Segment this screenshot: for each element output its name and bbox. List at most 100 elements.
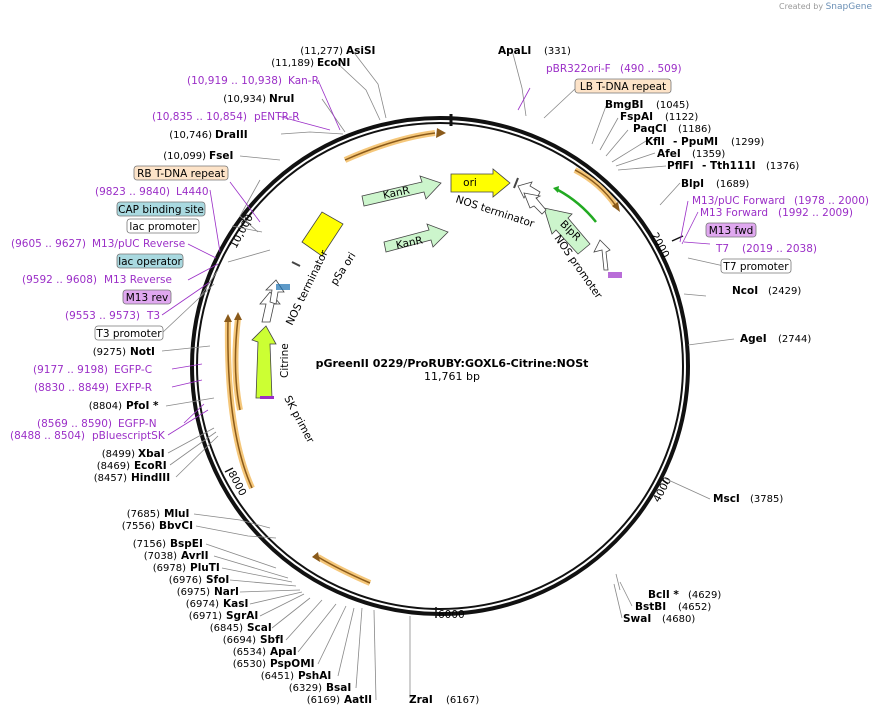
enzyme-pos-hindiii: (8457) xyxy=(94,473,127,484)
enzyme-name-blpi: BlpI xyxy=(681,178,704,190)
feature-range-pbr322ori-f: (490 .. 509) xyxy=(620,63,682,75)
enzyme-pos-avrii: (7038) xyxy=(144,551,177,562)
enzyme-name-bmgbi: BmgBI xyxy=(605,99,643,111)
blpr-orf-green xyxy=(557,188,597,223)
enzyme-name-bstbi: BstBI xyxy=(635,601,666,613)
enzyme-pos-blpi: (1689) xyxy=(716,179,749,190)
t3-promoter-box xyxy=(94,325,164,341)
enzyme-pos-paqci: (1186) xyxy=(678,124,711,135)
enzyme-pos-ppumi: (1299) xyxy=(731,137,764,148)
feature-range-m13-reverse: (9592 .. 9608) xyxy=(22,274,97,286)
cap-binding-site-box xyxy=(116,201,206,217)
feature-name-egfp-n: EGFP-N xyxy=(118,418,157,430)
feature-name-m13-puc-reverse: M13/pUC Reverse xyxy=(92,238,185,250)
enzyme-name-tth111i: - Tth111I xyxy=(702,160,756,172)
enzyme-name-nrui: NruI xyxy=(269,93,294,105)
enzyme-name-swai: SwaI xyxy=(623,613,651,625)
feature-name-t7: T7 xyxy=(715,243,729,255)
enzyme-pos-asisi: (11,277) xyxy=(300,46,343,57)
enzyme-name-sbfi: SbfI xyxy=(260,634,284,646)
feature-labels: (10,919 .. 10,938) Kan-R (10,835 .. 10,8… xyxy=(10,63,869,442)
feature-range-l4440: (9823 .. 9840) xyxy=(95,186,170,198)
enzyme-pos-bspei: (7156) xyxy=(133,539,166,550)
sk-primer-label: SK primer xyxy=(281,394,316,446)
lac-operator-box xyxy=(116,253,184,269)
feature-range-exfp-r: (8830 .. 8849) xyxy=(34,382,109,394)
enzyme-name-asisi: AsiSI xyxy=(346,45,375,57)
enzyme-name-sfoi: SfoI xyxy=(206,574,229,586)
feature-range-egfp-c: (9177 .. 9198) xyxy=(33,364,108,376)
map-length: 11,761 bp xyxy=(424,370,480,383)
enzyme-name-agei: AgeI xyxy=(740,333,767,345)
snapgene-logo: SnapGene xyxy=(825,2,872,12)
enzyme-pos-zrai: (6167) xyxy=(446,695,479,706)
enzyme-name-pshai: PshAI xyxy=(298,670,331,682)
enzyme-pos-fsei: (10,099) xyxy=(163,151,206,162)
enzyme-labels: (11,277) AsiSI (11,189) EcoNI (10,934) N… xyxy=(89,45,812,706)
feature-range-m13-forward: (1992 .. 2009) xyxy=(778,207,853,219)
enzyme-pos-swai: (4680) xyxy=(662,614,695,625)
feature-range-t3: (9553 .. 9573) xyxy=(65,310,140,322)
enzyme-pos-bcli: (4629) xyxy=(688,590,721,601)
tick-6000: 6000 xyxy=(438,609,465,621)
enzyme-pos-pspomi: (6530) xyxy=(233,659,266,670)
m13-fwd-box xyxy=(705,222,757,238)
feature-range-t7: (2019 .. 2038) xyxy=(742,243,817,255)
enzyme-pos-ecori: (8469) xyxy=(97,461,130,472)
kanr-arrow-2 xyxy=(383,223,449,253)
enzyme-name-ppumi: - PpuMI xyxy=(673,136,718,148)
enzyme-name-bsai: BsaI xyxy=(326,682,351,694)
feature-range-pbluescriptsk: (8488 .. 8504) xyxy=(10,430,85,442)
enzyme-name-paqci: PaqCI xyxy=(633,123,667,135)
feature-name-m13-rev: M13 rev xyxy=(126,292,169,304)
enzyme-pos-scai: (6845) xyxy=(210,623,243,634)
enzyme-pos-xbai: (8499) xyxy=(102,449,135,460)
nos-terminator-label-right: NOS terminator xyxy=(454,193,536,230)
enzyme-name-pflfi: PflFI xyxy=(667,160,694,172)
feature-name-lac-operator: lac operator xyxy=(118,256,182,268)
enzyme-pos-sbfi: (6694) xyxy=(223,635,256,646)
enzyme-name-xbai: XbaI xyxy=(138,448,165,460)
feature-name-egfp-c: EGFP-C xyxy=(114,364,152,376)
snapgene-credit: Created by SnapGene xyxy=(779,2,872,12)
enzyme-pos-aatii: (6169) xyxy=(307,695,340,706)
enzyme-pos-pluti: (6978) xyxy=(153,563,186,574)
feature-name-rb-tdna-repeat: RB T-DNA repeat xyxy=(137,168,225,180)
feature-name-pentr-r: pENTR-R xyxy=(254,111,300,123)
enzyme-name-fsei: FseI xyxy=(209,150,233,162)
enzyme-name-nari: NarI xyxy=(214,586,239,598)
enzyme-name-bspei: BspEI xyxy=(170,538,203,550)
enzyme-pos-bmgbi: (1045) xyxy=(656,100,689,111)
enzyme-name-scai: ScaI xyxy=(247,622,272,634)
enzyme-pos-bbvci: (7556) xyxy=(122,521,155,532)
feature-name-kan-r: Kan-R xyxy=(288,75,319,87)
enzyme-name-fspai: FspAI xyxy=(620,111,653,123)
lac-promoter-box xyxy=(126,218,200,234)
kanr-label-1: KanR xyxy=(382,184,411,201)
enzyme-pos-msci: (3785) xyxy=(750,494,783,505)
enzyme-name-msci: MscI xyxy=(713,493,740,505)
feature-name-m13-fwd: M13 fwd xyxy=(709,225,754,237)
enzyme-name-pfoi: PfoI * xyxy=(126,400,159,412)
enzyme-name-mlui: MluI xyxy=(164,508,189,520)
enzyme-pos-ncoi: (2429) xyxy=(768,286,801,297)
enzyme-name-ecori: EcoRI xyxy=(134,460,167,472)
enzyme-pos-pshai: (6451) xyxy=(261,671,294,682)
feature-range-m13-puc-reverse: (9605 .. 9627) xyxy=(11,238,86,250)
enzyme-name-kfli: KflI xyxy=(645,136,665,148)
enzyme-pos-nari: (6975) xyxy=(177,587,210,598)
enzyme-name-bbvci: BbvCI xyxy=(159,520,193,532)
enzyme-pos-apali: (331) xyxy=(544,46,571,57)
feature-name-m13-reverse: M13 Reverse xyxy=(104,274,172,286)
enzyme-name-avrii: AvrII xyxy=(181,550,209,562)
feature-name-m13-puc-forward: M13/pUC Forward xyxy=(692,195,785,207)
feature-range-m13-puc-forward: (1978 .. 2000) xyxy=(794,195,869,207)
rb-tdna-repeat-box xyxy=(133,165,229,181)
primer-marks-left xyxy=(276,284,290,290)
feature-range-kan-r: (10,919 .. 10,938) xyxy=(187,75,282,87)
feature-name-lb-tdna-repeat: LB T-DNA repeat xyxy=(580,81,666,93)
enzyme-pos-fspai: (1122) xyxy=(665,112,698,123)
enzyme-name-pluti: PluTI xyxy=(190,562,220,574)
connector-lines xyxy=(161,49,735,701)
